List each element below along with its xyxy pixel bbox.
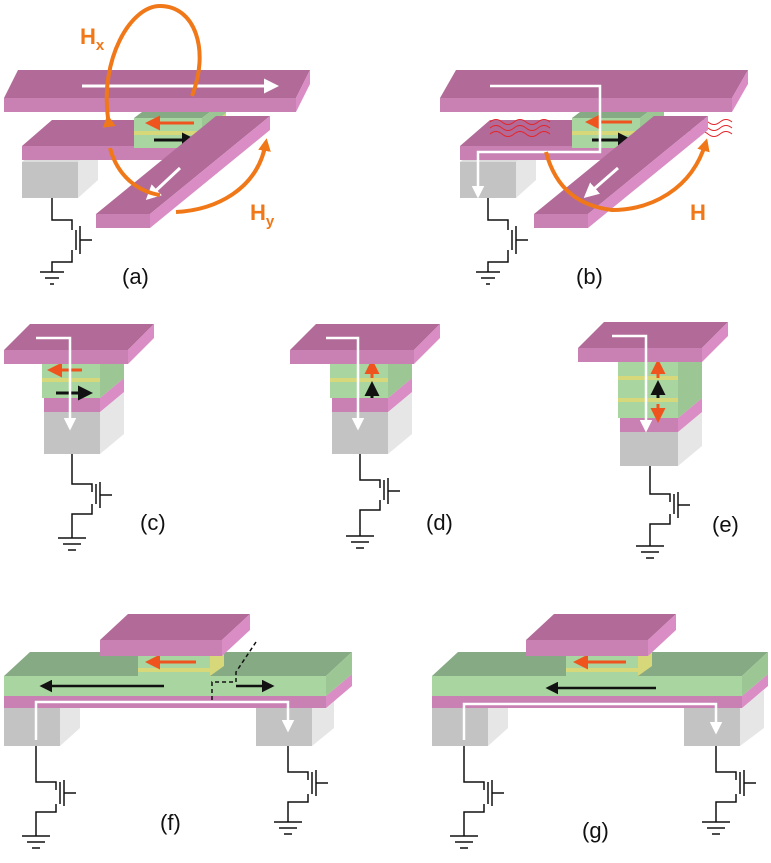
- current-path-arrow: [462, 702, 723, 740]
- access-transistor: [40, 198, 92, 285]
- current-path-arrow: [34, 700, 295, 740]
- access-transistor-right: [274, 746, 328, 835]
- field-hy-arrow: [175, 138, 271, 214]
- access-transistor-left: [22, 746, 76, 849]
- field-h-label: H: [690, 200, 706, 225]
- mtj-stack: [618, 344, 702, 418]
- current-path-arrow: [326, 336, 365, 431]
- current-path-arrow: [471, 84, 602, 199]
- domain-wall-track: [4, 652, 352, 708]
- bottom-electrode: [620, 412, 702, 466]
- panel-a: Hx Hy (a): [4, 3, 310, 289]
- bottom-layer: [332, 378, 412, 412]
- field-hx-arrow: [102, 3, 202, 128]
- current-path-arrow: [36, 336, 77, 431]
- current-path-arrow: [612, 334, 653, 433]
- top-write-line: [4, 70, 310, 112]
- access-transistor-right: [702, 746, 756, 835]
- top-electrode: [290, 324, 440, 364]
- access-transistor: [58, 454, 112, 551]
- bottom-layer: [44, 378, 124, 412]
- panel-label: (b): [576, 264, 603, 289]
- panel-c: (c): [4, 324, 166, 551]
- field-hx-label: Hx: [80, 24, 105, 54]
- current-arrow: [583, 166, 619, 198]
- panel-label: (e): [712, 512, 739, 537]
- top-write-line: [440, 70, 748, 112]
- top-electrode: [526, 614, 676, 656]
- top-electrode: [100, 614, 250, 656]
- panel-label: (f): [160, 810, 181, 835]
- panel-g: (g): [432, 614, 768, 849]
- access-transistor: [636, 466, 690, 559]
- access-transistor: [346, 454, 400, 549]
- digit-line: [534, 116, 708, 228]
- field-h-arrow: [544, 138, 710, 213]
- access-transistor-left: [450, 746, 504, 849]
- panel-f: (f): [4, 614, 352, 849]
- panel-label: (a): [122, 264, 149, 289]
- field-hy-label: Hy: [250, 200, 275, 230]
- top-electrode: [578, 322, 728, 362]
- panel-label: (g): [582, 818, 609, 843]
- panel-e: (e): [578, 322, 739, 559]
- panel-d: (d): [290, 324, 453, 549]
- top-electrode: [4, 324, 154, 364]
- panel-b: H (b): [440, 70, 748, 289]
- panel-label: (d): [426, 510, 453, 535]
- panel-label: (c): [140, 510, 166, 535]
- domain-wall: [211, 641, 257, 700]
- access-transistor: [476, 198, 528, 285]
